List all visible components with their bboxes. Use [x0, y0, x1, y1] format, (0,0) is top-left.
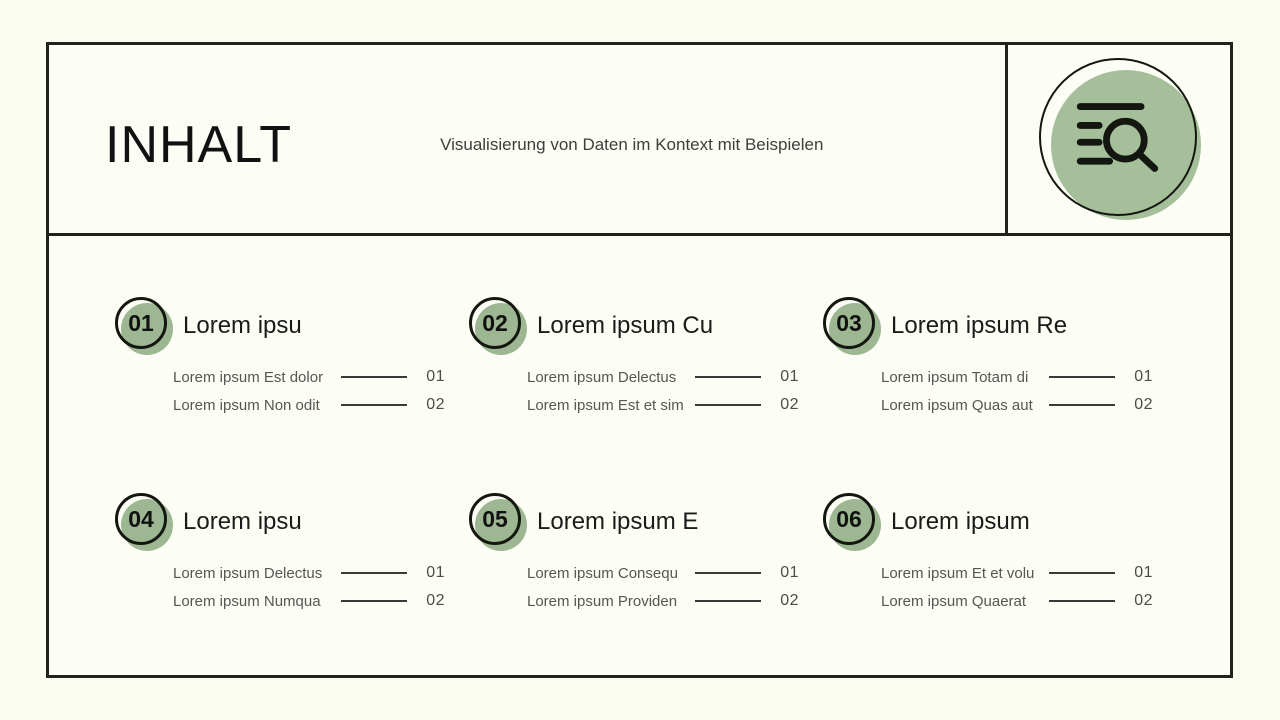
slide-frame: INHALT Visualisierung von Daten im Konte… [46, 42, 1233, 678]
toc-entry-line [1049, 404, 1115, 406]
toc-entry[interactable]: Lorem ipsum Delectus 01 [173, 559, 445, 587]
badge-number: 01 [115, 297, 167, 349]
toc-entry-line [1049, 600, 1115, 602]
section-heading: Lorem ipsu [183, 508, 302, 535]
toc-entry-page: 02 [1134, 592, 1153, 609]
section-header: 01 Lorem ipsu [115, 297, 469, 355]
toc-entry-page: 01 [780, 368, 799, 385]
toc-entry-line [341, 376, 407, 378]
toc-entry[interactable]: Lorem ipsum Est et sim 02 [527, 391, 799, 419]
toc-entry-page: 01 [1134, 368, 1153, 385]
section-heading: Lorem ipsum E [537, 508, 699, 535]
toc-entry[interactable]: Lorem ipsum Est dolor 01 [173, 363, 445, 391]
badge-number: 03 [823, 297, 875, 349]
page-subtitle: Visualisierung von Daten im Kontext mit … [440, 135, 824, 154]
search-icon-button[interactable] [1039, 58, 1209, 228]
search-list-icon [1076, 103, 1159, 172]
toc-section-03: 03 Lorem ipsum Re Lorem ipsum Totam di 0… [823, 297, 1177, 419]
toc-entry-label: Lorem ipsum Non odit [173, 396, 320, 414]
badge-number: 02 [469, 297, 521, 349]
toc-section-04: 04 Lorem ipsu Lorem ipsum Delectus 01 Lo… [115, 493, 469, 615]
toc-entry[interactable]: Lorem ipsum Consequ 01 [527, 559, 799, 587]
section-items: Lorem ipsum Delectus 01 Lorem ipsum Numq… [115, 559, 445, 615]
toc-entry-line [1049, 376, 1115, 378]
toc-entry-page: 01 [1134, 564, 1153, 581]
toc-section-05: 05 Lorem ipsum E Lorem ipsum Consequ 01 … [469, 493, 823, 615]
toc-entry-line [341, 600, 407, 602]
toc-entry[interactable]: Lorem ipsum Et et volu 01 [881, 559, 1153, 587]
section-header: 02 Lorem ipsum Cu [469, 297, 823, 355]
section-number-badge: 03 [823, 297, 881, 355]
section-heading: Lorem ipsum Re [891, 312, 1068, 339]
toc-entry[interactable]: Lorem ipsum Quaerat 02 [881, 587, 1153, 615]
toc-entry-page: 02 [1134, 396, 1153, 413]
section-number-badge: 05 [469, 493, 527, 551]
toc-entry-line [695, 572, 761, 574]
header-text-area: INHALT Visualisierung von Daten im Konte… [49, 45, 1005, 233]
header: INHALT Visualisierung von Daten im Konte… [49, 45, 1230, 236]
toc-entry[interactable]: Lorem ipsum Delectus 01 [527, 363, 799, 391]
section-number-badge: 06 [823, 493, 881, 551]
toc-entry[interactable]: Lorem ipsum Non odit 02 [173, 391, 445, 419]
toc-entry-line [695, 600, 761, 602]
toc-entry[interactable]: Lorem ipsum Totam di 01 [881, 363, 1153, 391]
section-items: Lorem ipsum Delectus 01 Lorem ipsum Est … [469, 363, 799, 419]
toc-entry-label: Lorem ipsum Delectus [173, 564, 323, 582]
toc-entry-page: 02 [426, 396, 445, 413]
toc-section-01: 01 Lorem ipsu Lorem ipsum Est dolor 01 L… [115, 297, 469, 419]
toc-entry-page: 02 [780, 592, 799, 609]
badge-number: 05 [469, 493, 521, 545]
section-header: 04 Lorem ipsu [115, 493, 469, 551]
toc-entry-page: 01 [780, 564, 799, 581]
toc-entry[interactable]: Lorem ipsum Quas aut 02 [881, 391, 1153, 419]
toc-grid: 01 Lorem ipsu Lorem ipsum Est dolor 01 L… [49, 236, 1230, 615]
section-items: Lorem ipsum Est dolor 01 Lorem ipsum Non… [115, 363, 445, 419]
section-heading: Lorem ipsum [891, 508, 1030, 535]
toc-entry[interactable]: Lorem ipsum Providen 02 [527, 587, 799, 615]
toc-entry-line [341, 404, 407, 406]
icon-ring [1039, 58, 1197, 216]
section-heading: Lorem ipsu [183, 312, 302, 339]
toc-entry-line [695, 404, 761, 406]
toc-section-06: 06 Lorem ipsum Lorem ipsum Et et volu 01… [823, 493, 1177, 615]
toc-entry-label: Lorem ipsum Consequ [527, 564, 678, 582]
section-items: Lorem ipsum Consequ 01 Lorem ipsum Provi… [469, 559, 799, 615]
section-number-badge: 01 [115, 297, 173, 355]
section-items: Lorem ipsum Et et volu 01 Lorem ipsum Qu… [823, 559, 1153, 615]
toc-entry-line [695, 376, 761, 378]
toc-entry-label: Lorem ipsum Providen [527, 592, 678, 610]
toc-section-02: 02 Lorem ipsum Cu Lorem ipsum Delectus 0… [469, 297, 823, 419]
toc-entry-label: Lorem ipsum Est et sim [527, 396, 684, 414]
toc-entry-page: 01 [426, 368, 445, 385]
section-header: 03 Lorem ipsum Re [823, 297, 1177, 355]
toc-entry-label: Lorem ipsum Et et volu [881, 564, 1035, 582]
header-icon-cell [1005, 45, 1230, 233]
toc-entry[interactable]: Lorem ipsum Numqua 02 [173, 587, 445, 615]
toc-entry-label: Lorem ipsum Delectus [527, 368, 677, 386]
toc-entry-label: Lorem ipsum Totam di [881, 368, 1029, 386]
section-heading: Lorem ipsum Cu [537, 312, 714, 339]
badge-number: 04 [115, 493, 167, 545]
toc-entry-label: Lorem ipsum Quaerat [881, 592, 1027, 610]
section-header: 06 Lorem ipsum [823, 493, 1177, 551]
badge-number: 06 [823, 493, 875, 545]
section-number-badge: 04 [115, 493, 173, 551]
section-items: Lorem ipsum Totam di 01 Lorem ipsum Quas… [823, 363, 1153, 419]
section-number-badge: 02 [469, 297, 527, 355]
toc-entry-label: Lorem ipsum Numqua [173, 592, 321, 610]
toc-entry-page: 02 [780, 396, 799, 413]
toc-entry-label: Lorem ipsum Quas aut [881, 396, 1033, 414]
toc-entry-page: 02 [426, 592, 445, 609]
toc-entry-line [1049, 572, 1115, 574]
toc-entry-page: 01 [426, 564, 445, 581]
section-header: 05 Lorem ipsum E [469, 493, 823, 551]
toc-entry-line [341, 572, 407, 574]
toc-entry-label: Lorem ipsum Est dolor [173, 368, 324, 386]
page-title: INHALT [105, 116, 293, 174]
